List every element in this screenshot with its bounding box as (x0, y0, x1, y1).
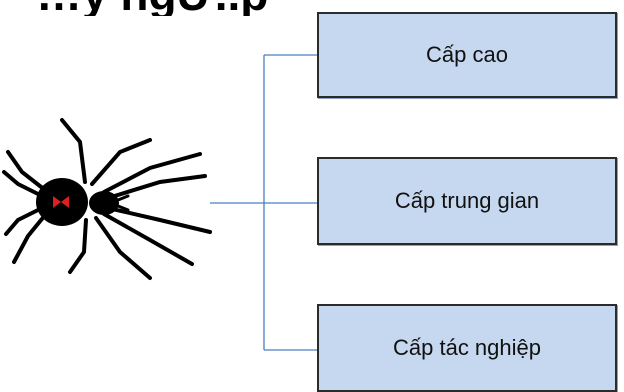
level-label-top: Cấp cao (426, 42, 508, 67)
level-box-bottom: Cấp tác nghiệp (317, 304, 617, 392)
level-box-top: Cấp cao (317, 12, 617, 98)
slide-title-fragment: …y ngƯ..p (0, 0, 624, 16)
level-label-middle: Cấp trung gian (394, 188, 540, 213)
level-label-bottom: Cấp tác nghiệp (393, 335, 541, 360)
level-box-middle: Cấp trung gian (317, 157, 617, 245)
spider-icon (2, 118, 212, 280)
slide-title-text: …y ngƯ..p (36, 0, 268, 16)
